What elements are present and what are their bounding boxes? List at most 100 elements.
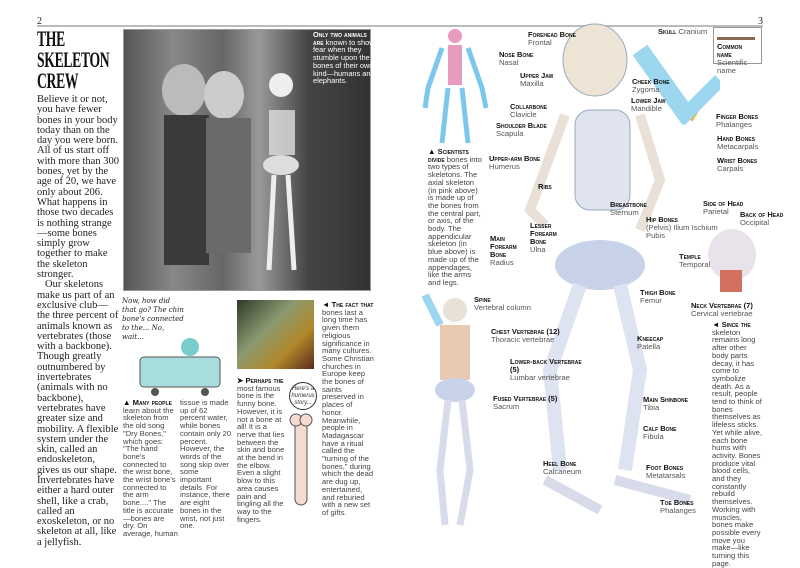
song-caption-col2: tissue is made up of 62 percent water, w… <box>180 398 232 531</box>
bone-scientific-name: Patella <box>637 342 661 351</box>
bone-common-name: Cheek Bone <box>632 77 670 86</box>
bone-common-name: Fused Vertebrae (5) <box>493 394 558 403</box>
bone-scientific-name: Zygoma <box>632 85 660 94</box>
movie-still-photo <box>123 29 371 291</box>
bone-scientific-name: Cranium <box>678 27 708 36</box>
photo-caption: Only two animals are known to show fear … <box>313 31 375 85</box>
caption-text: learn about the skeleton from the old so… <box>123 405 178 538</box>
back-skeleton-illustration <box>421 293 475 526</box>
bone-scientific-name: Lumbar vertebrae <box>510 373 570 382</box>
bone-common-name: Forehead Bone <box>528 30 576 39</box>
bone-scientific-name: Fibula <box>643 432 664 441</box>
relic-caption: ◄ The fact that bones last a long time h… <box>322 301 374 517</box>
bone-label: Fused Vertebrae (5)Sacrum <box>493 395 557 411</box>
bone-common-name: Side of Head <box>703 199 744 208</box>
caption-text: bones last a long time has given them re… <box>322 307 374 517</box>
bone-speech-bubble: Here's a humerus story... <box>289 382 317 410</box>
bone-label: Neck Vertebrae (7)Cervical vertebrae <box>691 302 753 318</box>
bone-common-name: Ribs <box>538 182 552 191</box>
body-text: Believe it or not, you have fewer bones … <box>37 94 119 548</box>
bone-common-name: Upper-arm Bone <box>489 154 541 163</box>
bone-common-name: Toe Bones <box>660 498 694 507</box>
caption-text: most famous bone is the funny bone. Howe… <box>237 383 285 524</box>
bone-common-name: Foot Bones <box>646 463 684 472</box>
bone-common-name: Shoulder Blade <box>496 121 547 130</box>
bone-label: Ribs <box>538 183 552 191</box>
skull-side-illustration <box>708 229 756 292</box>
bone-scientific-name: Tibia <box>643 403 660 412</box>
bone-common-name: Kneecap <box>637 334 664 343</box>
bone-scientific-name: Metacarpals <box>717 142 759 151</box>
caption-text: known to show fear when they stumble upo… <box>313 37 375 86</box>
bone-common-name: Hip Bones <box>646 215 678 224</box>
bone-scientific-name: Clavicle <box>510 110 537 119</box>
title-line: CREW <box>37 68 79 93</box>
caption-lead: ▲ Many people <box>123 398 172 407</box>
bone-scientific-name: Metatarsals <box>646 471 686 480</box>
bone-scientific-name: Phalanges <box>716 120 752 129</box>
bone-scientific-name: Sacrum <box>493 402 520 411</box>
caption-lead: ◄ The fact that <box>322 300 374 309</box>
bone-common-name: Neck Vertebrae (7) <box>691 301 753 310</box>
caption-lead: ➤ Perhaps the <box>237 376 284 385</box>
title-line: SKELETON <box>37 47 110 72</box>
skeleton-illustration <box>524 23 720 515</box>
bone-scientific-name: Mandible <box>631 104 662 113</box>
bone-scientific-name: Calcaneum <box>543 467 582 476</box>
bone-common-name: Temple <box>679 252 701 261</box>
funny-bone-caption: ➤ Perhaps the most famous bone is the fu… <box>237 377 287 523</box>
bone-label: Lower-back Vertebrae (5)Lumbar vertebrae <box>510 358 590 382</box>
reliquary-photo <box>237 300 314 369</box>
bone-common-name: Heel Bone <box>543 459 577 468</box>
bone-common-name: Calf Bone <box>643 424 677 433</box>
caption-lead: Only two animals are <box>313 30 367 47</box>
bone-scientific-name: Sternum <box>610 208 639 217</box>
bone-scientific-name: (Pelvis) Ilium Ischium Pubis <box>646 223 718 240</box>
caption-lead: ◄ Since the <box>712 320 751 329</box>
bone-scientific-name: Radius <box>490 258 514 267</box>
humerus-cartoon <box>289 413 313 506</box>
bone-label: Chest Vertebrae (12)Thoracic vertebrae <box>491 328 560 344</box>
bone-scientific-name: Ulna <box>530 245 546 254</box>
bone-scientific-name: Maxilla <box>520 79 544 88</box>
bone-common-name: Lesser Forearm Bone <box>530 221 557 246</box>
bone-common-name: Lower-back Vertebrae (5) <box>510 357 582 374</box>
caption-text: bones into two types of skeletons. The a… <box>428 154 482 287</box>
bone-common-name: Main Shinbone <box>643 395 689 404</box>
header-rule-left <box>37 25 400 27</box>
bone-scientific-name: Cervical vertebrae <box>691 309 753 318</box>
bone-common-name: Main Forearm Bone <box>490 234 517 259</box>
death-caption: ◄ Since the skeleton remains long after … <box>712 321 762 568</box>
title-line: THE <box>37 26 65 51</box>
bone-scientific-name: Phalanges <box>660 506 696 515</box>
bone-common-name: Wrist Bones <box>717 156 758 165</box>
bone-common-name: Spine <box>474 295 491 304</box>
bone-scientific-name: Temporal <box>679 260 711 269</box>
cartoon-speech: Now, how did that go? The chin bone's co… <box>122 297 184 341</box>
caption-lead: ▲ Scientists divide <box>428 147 469 164</box>
page-number-left: 2 <box>37 16 42 27</box>
page-number-right: 3 <box>758 16 763 27</box>
bone-scientific-name: Parietal <box>703 207 729 216</box>
body-paragraph: Believe it or not, you have fewer bones … <box>37 94 119 281</box>
bone-common-name: Nose Bone <box>499 50 534 59</box>
bone-label: Skull Cranium <box>658 28 707 36</box>
bone-scientific-name: Femur <box>640 296 662 305</box>
